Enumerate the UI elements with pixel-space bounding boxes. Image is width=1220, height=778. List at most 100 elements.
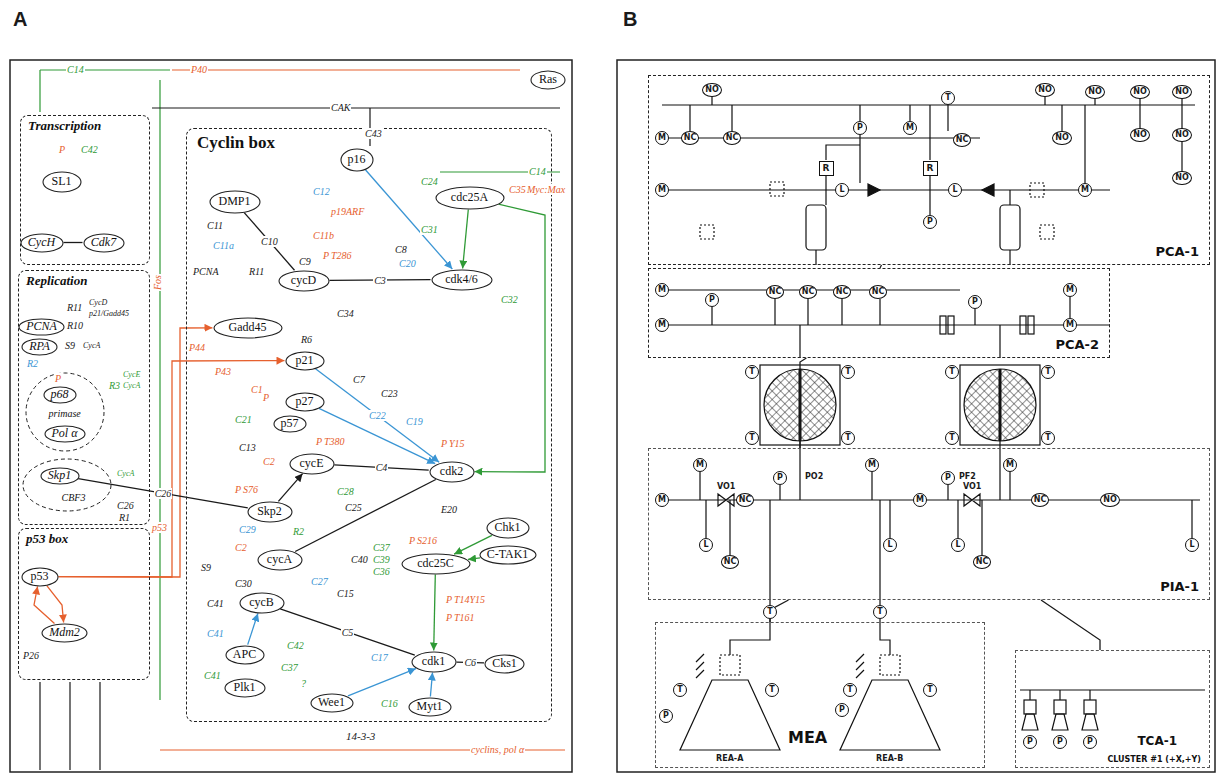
reaction-label: P	[262, 392, 270, 403]
instrument-symbol: M	[655, 183, 669, 197]
node-label: Myt1	[416, 700, 442, 714]
protein-node: Plk1	[224, 678, 266, 698]
complex-outline	[22, 458, 112, 512]
interaction-connector	[800, 358, 806, 448]
reaction-label: C14	[66, 64, 85, 75]
node-label: Plk1	[233, 681, 255, 695]
instrument-symbol: T	[843, 683, 857, 697]
reaction-label: T286	[330, 250, 353, 261]
reaction-label: C24	[420, 176, 439, 187]
instrument-symbol: NC	[799, 285, 818, 299]
reaction-label: C41	[203, 670, 222, 681]
regulator-symbol: R	[819, 161, 834, 176]
protein-node: p27	[285, 392, 325, 412]
instrument-symbol: T	[763, 605, 777, 619]
reaction-label: C20	[398, 258, 417, 269]
reaction-label: S216	[416, 535, 438, 546]
reaction-label: C31	[420, 224, 439, 235]
interaction-connector	[319, 408, 435, 463]
protein-node: cdc25C	[401, 553, 471, 575]
node-label: Chk1	[494, 521, 520, 535]
instrument-symbol: T	[765, 683, 779, 697]
node-label: APC	[233, 648, 256, 662]
node-label: p57	[281, 417, 299, 431]
panel-frame	[10, 60, 572, 772]
component-label: VO1	[716, 482, 736, 491]
node-label: p27	[296, 395, 314, 409]
reaction-label: C42	[286, 640, 305, 651]
reaction-label: CycA	[116, 469, 135, 478]
protein-node: cdk1	[411, 651, 457, 673]
node-label: DMP1	[218, 195, 250, 209]
connector-label: C5	[341, 627, 355, 638]
protein-node: DMP1	[209, 190, 261, 214]
subsystem-region: PCA-2	[648, 268, 1110, 358]
subsystem-region: TCA-1CLUSTER #1 (+X,+Y)	[1015, 650, 1210, 768]
instrument-symbol: NC	[681, 131, 700, 145]
node-label: cdk4/6	[445, 273, 478, 287]
instrument-symbol: P	[659, 709, 673, 723]
instrument-symbol: M	[693, 458, 707, 472]
protein-node: PCNA	[18, 318, 65, 336]
reaction-label: Y15	[448, 438, 466, 449]
node-label: cdk1	[422, 655, 445, 669]
instrument-symbol: L	[1185, 538, 1199, 552]
reaction-label: PCNA	[192, 266, 220, 277]
reaction-label: CycA	[122, 381, 141, 390]
reaction-label: C8	[394, 244, 408, 255]
interaction-connector	[244, 213, 294, 271]
instrument-symbol: L	[699, 538, 713, 552]
instrument-symbol: T	[745, 431, 759, 445]
node-label: Cks1	[492, 657, 517, 671]
node-label: Gadd45	[229, 321, 267, 335]
protein-node: cdk4/6	[431, 269, 493, 291]
reaction-label: C16	[380, 698, 399, 709]
reaction-label: CycD	[88, 298, 108, 307]
reaction-label: P40	[190, 64, 208, 75]
interaction-connector	[59, 328, 213, 577]
instrument-symbol: L	[835, 183, 849, 197]
reaction-label: C34	[336, 308, 355, 319]
reaction-label: Myc:Max	[526, 184, 566, 195]
region-heading: Cyclin box	[195, 133, 277, 153]
instrument-symbol: NC	[736, 493, 755, 507]
instrument-symbol: NO	[1130, 128, 1150, 142]
reaction-label: S9	[64, 340, 76, 351]
protein-node: cycE	[289, 453, 335, 475]
reaction-label: P	[322, 250, 330, 261]
instrument-symbol: T	[841, 431, 855, 445]
instrument-symbol: T	[745, 365, 759, 379]
interaction-connector	[468, 558, 480, 560]
reaction-label: P	[445, 612, 453, 623]
instrument-symbol: T	[923, 683, 937, 697]
interaction-connector	[280, 609, 415, 655]
protein-node: Myt1	[408, 697, 452, 717]
interaction-connector	[365, 170, 452, 269]
connector-label: C6	[463, 657, 477, 668]
node-label: p21	[296, 354, 314, 368]
instrument-symbol: M	[1078, 183, 1092, 197]
reaction-label: C37	[280, 662, 299, 673]
protein-label: 14-3-3	[345, 730, 376, 742]
protein-node: Gadd45	[213, 317, 283, 339]
node-label: RPA	[29, 340, 49, 354]
reaction-label: C12	[312, 186, 331, 197]
reaction-label: C43	[364, 128, 383, 139]
reaction-label: R11	[66, 302, 83, 313]
protein-node: Skp2	[247, 501, 293, 523]
connector-label: C3	[373, 275, 387, 286]
reaction-label: T380	[323, 436, 346, 447]
interaction-connector	[34, 586, 55, 623]
reaction-label: R10	[66, 320, 84, 331]
instrument-symbol: NC	[721, 555, 740, 569]
reaction-label: C41	[206, 628, 225, 639]
instrument-symbol: T	[941, 91, 955, 105]
node-label: Cdk7	[91, 236, 116, 250]
node-label: Pol α	[52, 427, 78, 441]
node-label: cdc25C	[417, 557, 454, 571]
instrument-symbol: NO	[1172, 128, 1192, 142]
connector-label: C4	[375, 462, 389, 473]
panel-frame	[617, 60, 1215, 772]
connector-label: C22	[368, 410, 387, 421]
instrument-symbol: M	[903, 121, 917, 135]
